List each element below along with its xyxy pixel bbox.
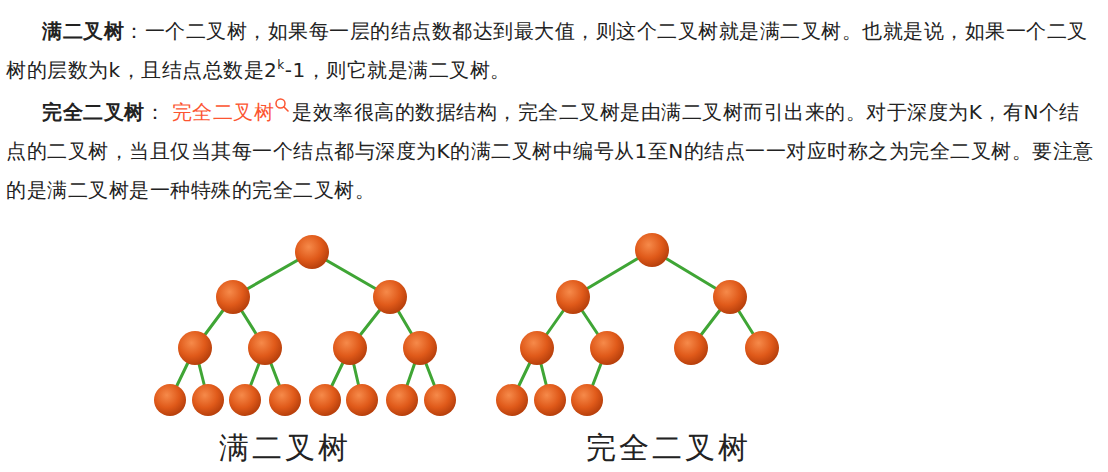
term-bold: 完全二叉树 (42, 100, 145, 124)
keyword-link: 完全二叉树 (172, 100, 275, 124)
search-icon (274, 97, 290, 113)
term-bold: 满二叉树 (42, 19, 124, 43)
figure-caption: 满二叉树 (219, 428, 351, 469)
superscript: k (277, 58, 284, 72)
tree-nodes (154, 233, 779, 416)
paragraph: 满二叉树：一个二叉树，如果每一层的结点数都达到最大值，则这个二叉树就是满二叉树。… (0, 0, 1108, 90)
figure-caption: 完全二叉树 (586, 428, 751, 469)
body-text: ：一个二叉树，如果每一层的结点数都达到最大值，则这个二叉树就是满二叉树。也就是说… (6, 19, 1088, 82)
tree-branches (170, 250, 762, 400)
paragraph: 完全二叉树： 完全二叉树是效率很高的数据结构，完全二叉树是由满二叉树而引出来的。… (0, 93, 1108, 210)
body-text: ： (145, 100, 172, 124)
body-text: -1，则它就是满二叉树。 (285, 58, 511, 82)
